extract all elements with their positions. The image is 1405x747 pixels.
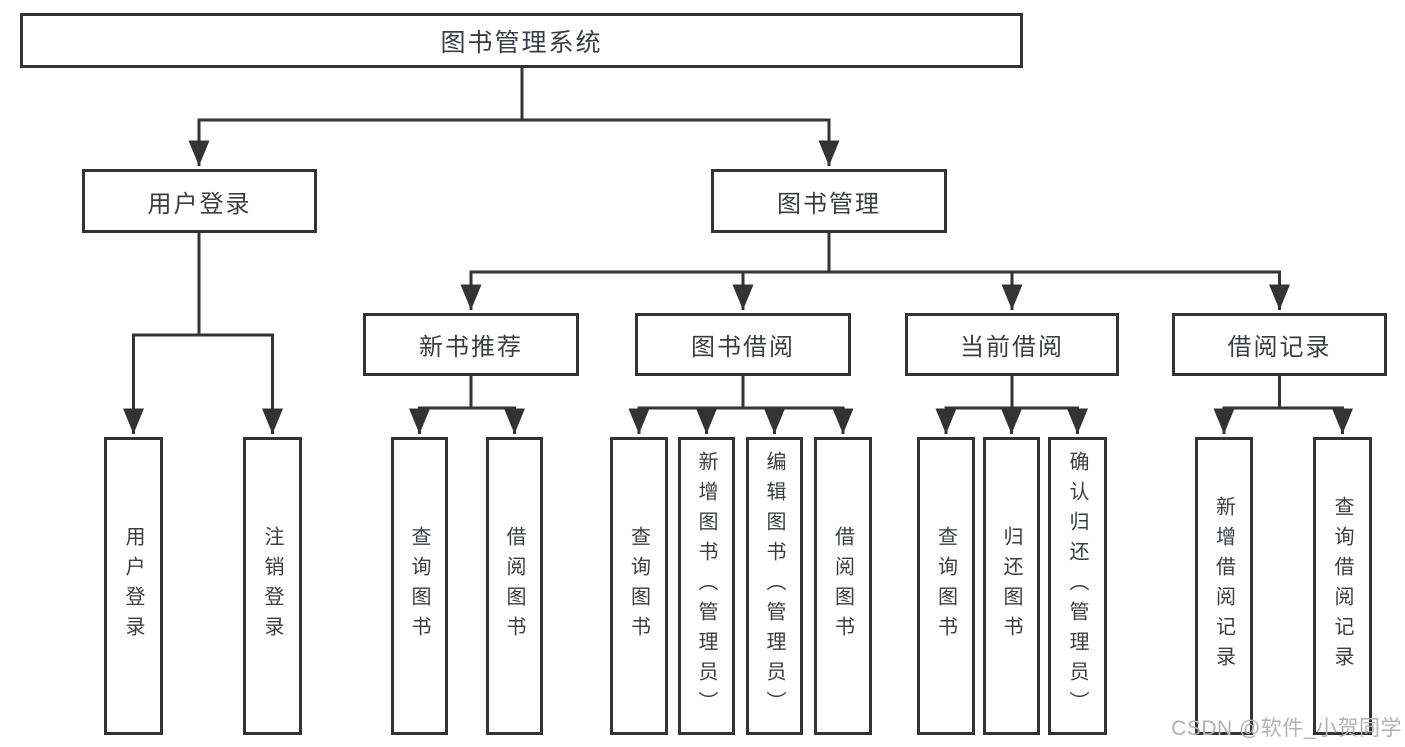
node-new-book-recommendation: 新书推荐	[363, 313, 579, 376]
leaf-add-books-admin: 新增图书（管理员）	[678, 437, 735, 735]
leaf-edit-books-admin: 编辑图书（管理员）	[746, 437, 803, 735]
watermark: CSDN @软件_小贺同学	[1171, 717, 1402, 740]
node-book-management: 图书管理	[711, 169, 947, 233]
connector-new-book-group	[409, 376, 525, 434]
leaf-query-books-current: 查询图书	[917, 437, 975, 735]
node-book-borrowing: 图书借阅	[635, 313, 851, 376]
connector-records-group	[1213, 376, 1353, 434]
leaf-borrow-books-recommend: 借阅图书	[486, 437, 543, 735]
leaf-user-login: 用户登录	[104, 437, 163, 735]
leaf-confirm-return-admin: 确认归还（管理员）	[1048, 437, 1107, 735]
node-current-borrowing: 当前借阅	[905, 313, 1119, 376]
leaf-add-borrow-record: 新增借阅记录	[1195, 437, 1253, 735]
connector-current-group	[935, 376, 1088, 434]
leaf-query-books-borrowing: 查询图书	[610, 437, 668, 735]
leaf-borrow-books: 借阅图书	[814, 437, 872, 735]
connector-book-management	[460, 233, 1290, 310]
node-user-login: 用户登录	[82, 169, 317, 233]
connector-root-to-level2	[188, 68, 840, 166]
leaf-query-books-recommend: 查询图书	[391, 437, 448, 735]
node-borrowing-records: 借阅记录	[1172, 313, 1387, 376]
leaf-query-borrow-record: 查询借阅记录	[1313, 437, 1372, 735]
connector-borrowing-group	[628, 376, 854, 434]
connector-user-login	[123, 233, 283, 434]
leaf-logout: 注销登录	[243, 437, 302, 735]
leaf-return-books: 归还图书	[983, 437, 1040, 735]
node-root-system: 图书管理系统	[20, 13, 1023, 68]
